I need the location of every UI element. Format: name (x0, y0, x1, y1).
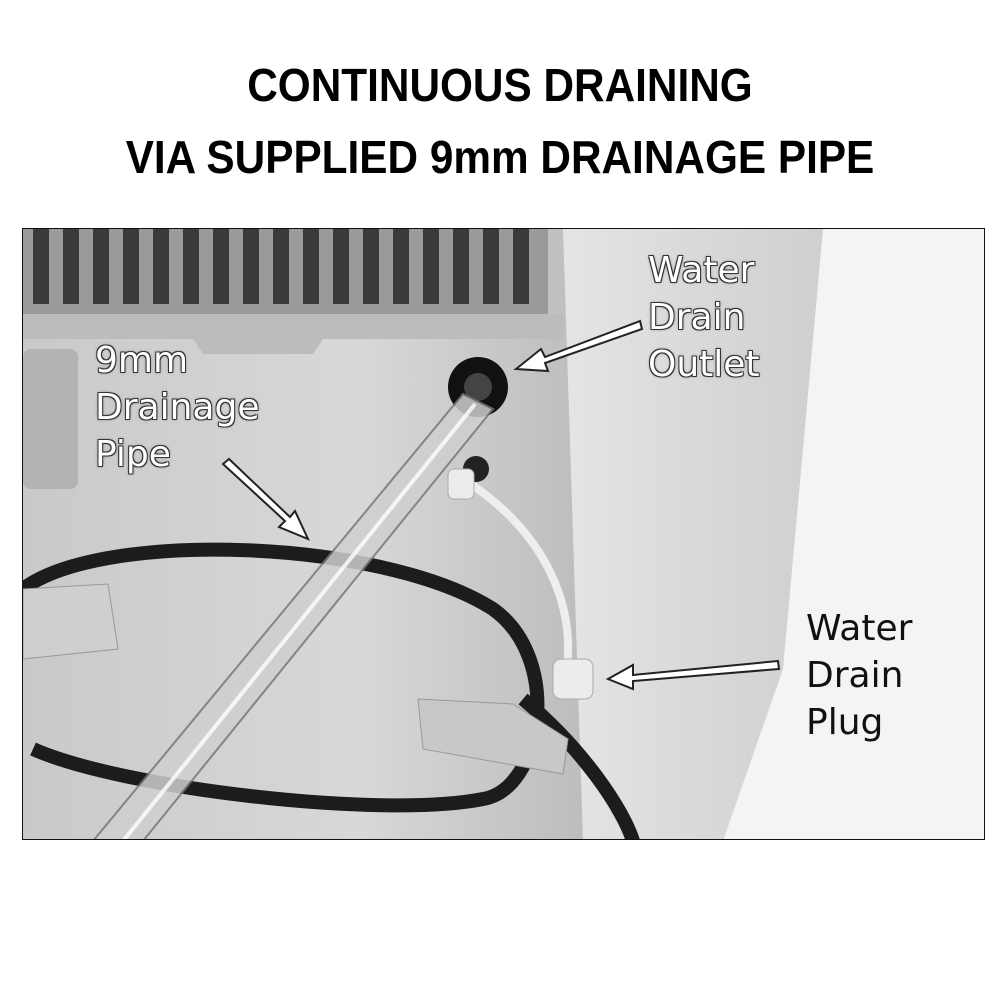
label-drainage-pipe: 9mm Drainage Pipe (95, 337, 259, 478)
device-illustration (23, 229, 984, 839)
dehumidifier-photo: Water Drain Outlet 9mm Drainage Pipe Wat… (22, 228, 985, 840)
title-line-2: VIA SUPPLIED 9mm DRAINAGE PIPE (125, 131, 875, 183)
label-line: Pipe (95, 434, 171, 475)
label-water-drain-plug: Water Drain Plug (806, 605, 912, 746)
label-line: Water (806, 608, 913, 649)
drain-plug (552, 658, 594, 700)
label-line: 9mm (95, 340, 189, 381)
label-line: Drain (648, 297, 746, 338)
label-line: Water (648, 250, 755, 291)
label-line: Drain (806, 655, 904, 696)
label-line: Plug (806, 702, 884, 743)
label-water-drain-outlet: Water Drain Outlet (648, 247, 760, 388)
arrow-icons (221, 319, 781, 691)
vent-slots (33, 229, 529, 304)
title-line-1: CONTINUOUS DRAINING (247, 59, 753, 111)
label-line: Drainage (95, 387, 260, 428)
label-line: Outlet (648, 344, 760, 385)
